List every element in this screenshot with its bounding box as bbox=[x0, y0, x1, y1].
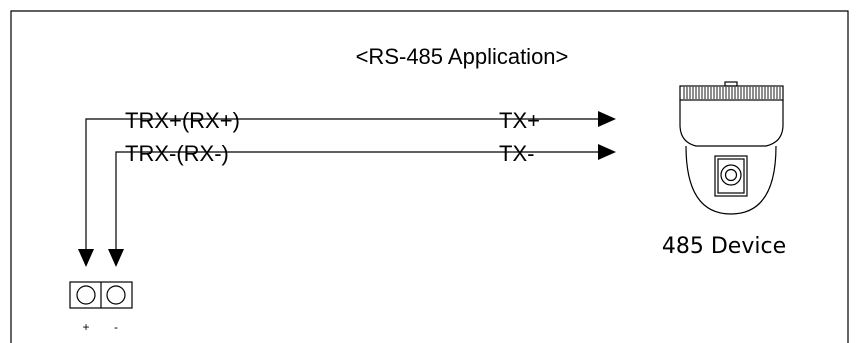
wire-trx-minus-device-arrow bbox=[598, 144, 616, 160]
wire-trx-plus: TRX+(RX+) TX+ bbox=[78, 108, 616, 267]
dome-camera-icon bbox=[679, 81, 784, 215]
wire-trx-plus-source-label: TRX+(RX+) bbox=[125, 108, 240, 133]
wire-trx-plus-target-label: TX+ bbox=[499, 108, 540, 133]
wire-trx-minus-target-label: TX- bbox=[499, 141, 534, 166]
terminal-minus-label: - bbox=[114, 320, 118, 334]
wire-trx-plus-device-arrow bbox=[598, 111, 616, 127]
device-label: 485 Device bbox=[662, 234, 786, 259]
wire-trx-minus-line bbox=[115, 151, 600, 249]
diagram-title: <RS-485 Application> bbox=[356, 44, 569, 69]
wire-trx-minus: TRX-(RX-) TX- bbox=[108, 141, 616, 267]
terminal-block: + - bbox=[69, 281, 133, 334]
terminal-plus-label: + bbox=[82, 320, 89, 334]
terminal-plus-screw bbox=[76, 285, 96, 305]
wire-trx-plus-terminal-arrow bbox=[78, 249, 94, 267]
terminal-minus-screw bbox=[106, 285, 126, 305]
camera-ribs bbox=[683, 87, 781, 99]
camera-lens-box bbox=[714, 155, 748, 197]
wire-trx-minus-terminal-arrow bbox=[108, 249, 124, 267]
wire-trx-plus-line bbox=[85, 118, 600, 249]
diagram-frame bbox=[10, 10, 849, 343]
wire-trx-minus-source-label: TRX-(RX-) bbox=[125, 141, 229, 166]
